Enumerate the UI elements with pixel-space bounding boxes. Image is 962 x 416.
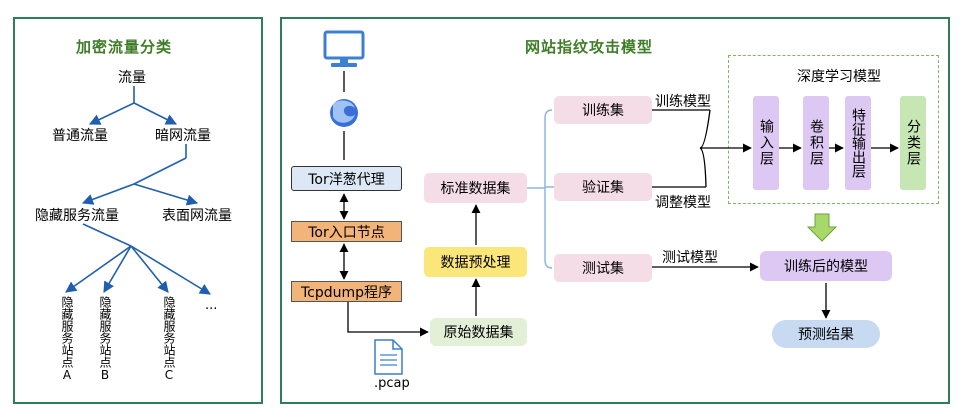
node-more-sites: ...	[205, 298, 218, 313]
node-normal-traffic: 普通流量	[52, 128, 108, 144]
train-model-label: 训练模型	[655, 94, 711, 110]
classification-panel	[13, 17, 263, 404]
node-site-b: 隐藏服务站点B	[98, 296, 112, 382]
deep-learning-model-frame	[728, 55, 939, 204]
classification-title: 加密流量分类	[76, 38, 173, 56]
attack-model-title: 网站指纹攻击模型	[525, 38, 654, 56]
trained-model-box: 训练后的模型	[760, 251, 892, 281]
tor-entry-node-box: Tor入口节点	[291, 221, 402, 242]
node-surface-traffic: 表面网流量	[162, 208, 232, 224]
classification-layer: 分类层	[900, 96, 926, 190]
tune-model-label: 调整模型	[655, 195, 711, 211]
node-site-a: 隐藏服务站点A	[60, 296, 74, 382]
pcap-label: .pcap	[374, 376, 410, 391]
train-set-box: 训练集	[554, 96, 652, 124]
deep-learning-model-title: 深度学习模型	[797, 69, 881, 85]
test-model-label: 测试模型	[662, 250, 718, 266]
attack-model-panel	[280, 17, 950, 404]
preprocess-box: 数据预处理	[424, 247, 527, 277]
standard-dataset-box: 标准数据集	[424, 173, 527, 203]
feature-output-layer: 特征输出层	[845, 96, 871, 190]
validation-set-box: 验证集	[554, 173, 652, 201]
node-dark-traffic: 暗网流量	[155, 128, 211, 144]
node-traffic: 流量	[118, 70, 146, 86]
tcpdump-box: Tcpdump程序	[291, 281, 402, 302]
prediction-result-box: 预测结果	[772, 320, 880, 348]
test-set-box: 测试集	[554, 254, 652, 282]
input-layer: 输入层	[753, 96, 779, 190]
conv-layer: 卷积层	[803, 96, 829, 190]
raw-dataset-box: 原始数据集	[430, 318, 527, 346]
tor-proxy-box: Tor洋葱代理	[291, 166, 402, 191]
node-site-c: 隐藏服务站点C	[162, 296, 176, 382]
node-hidden-service-traffic: 隐藏服务流量	[35, 208, 119, 224]
